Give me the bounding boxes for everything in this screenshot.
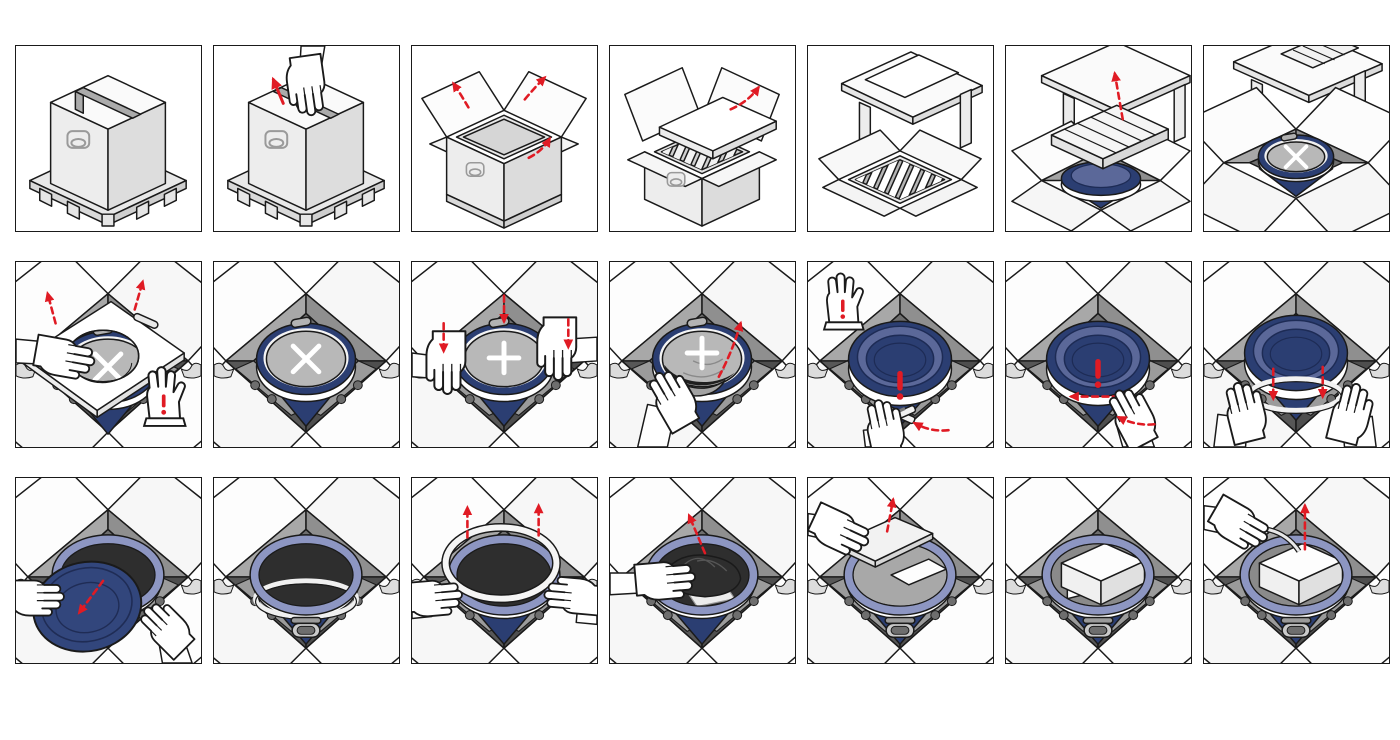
step-16-drum-open	[213, 477, 400, 664]
box-flap	[421, 70, 505, 138]
step-6-lift-wooden-frame	[1005, 45, 1192, 232]
step-21-lift-out-product-box	[1203, 477, 1390, 664]
clamp-buckle	[1082, 616, 1114, 639]
exclamation-mark	[1094, 358, 1102, 388]
up-arrow-icon	[687, 513, 707, 555]
box-on-pallet	[28, 74, 188, 228]
step-3-open-top-flaps	[411, 45, 598, 232]
exclamation-mark	[896, 370, 904, 400]
step-17-remove-seal-ring	[411, 477, 598, 664]
step-15-remove-drum-lid	[15, 477, 202, 664]
foam-lid-on-table	[864, 54, 960, 99]
step-10-fold-down-box-sides	[411, 261, 598, 448]
clamp-buckle	[884, 616, 916, 639]
down-arrow-icon	[77, 579, 105, 615]
step-1-closed-box-on-pallet	[15, 45, 202, 232]
up-arrow-icon	[452, 81, 470, 109]
step-12-release-clamp-warning	[807, 261, 994, 448]
left-arrow-icon	[912, 421, 950, 432]
step-13-open-clamp-lever	[1005, 261, 1192, 448]
up-arrow-icon	[729, 85, 760, 111]
up-arrow-icon	[717, 320, 744, 379]
up-arrow-icon	[133, 279, 146, 311]
clamp-buckle	[1280, 616, 1312, 639]
instruction-sheet	[15, 45, 1390, 664]
up-arrow-icon	[885, 497, 897, 533]
step-8-remove-foam-collar	[15, 261, 202, 448]
step-14-slide-clamp-ring-down	[1203, 261, 1390, 448]
left-arrow-icon	[1116, 416, 1156, 426]
box-flap	[899, 129, 982, 181]
clamp-buckle	[290, 616, 322, 639]
frame-on-table	[1280, 46, 1360, 69]
step-2-pull-carry-strap	[213, 45, 400, 232]
up-arrow-icon	[44, 291, 57, 325]
step-4-remove-foam-lid	[609, 45, 796, 232]
step-18-open-liner-bag	[609, 477, 796, 664]
up-arrow-icon	[523, 75, 547, 101]
up-arrow-icon	[1111, 71, 1125, 121]
step-5-wooden-frame-inside	[807, 45, 994, 232]
step-9-drum-with-cover	[213, 261, 400, 448]
carry-strap	[74, 90, 85, 115]
step-19-remove-protective-sheet	[807, 477, 994, 664]
up-arrow-icon	[527, 136, 551, 160]
step-7-drum-revealed	[1203, 45, 1390, 232]
step-20-product-box-inside	[1005, 477, 1192, 664]
up-arrow-icon	[271, 76, 285, 105]
step-11-peel-off-cover	[609, 261, 796, 448]
box-flap	[503, 70, 587, 138]
box-flap	[818, 129, 901, 181]
